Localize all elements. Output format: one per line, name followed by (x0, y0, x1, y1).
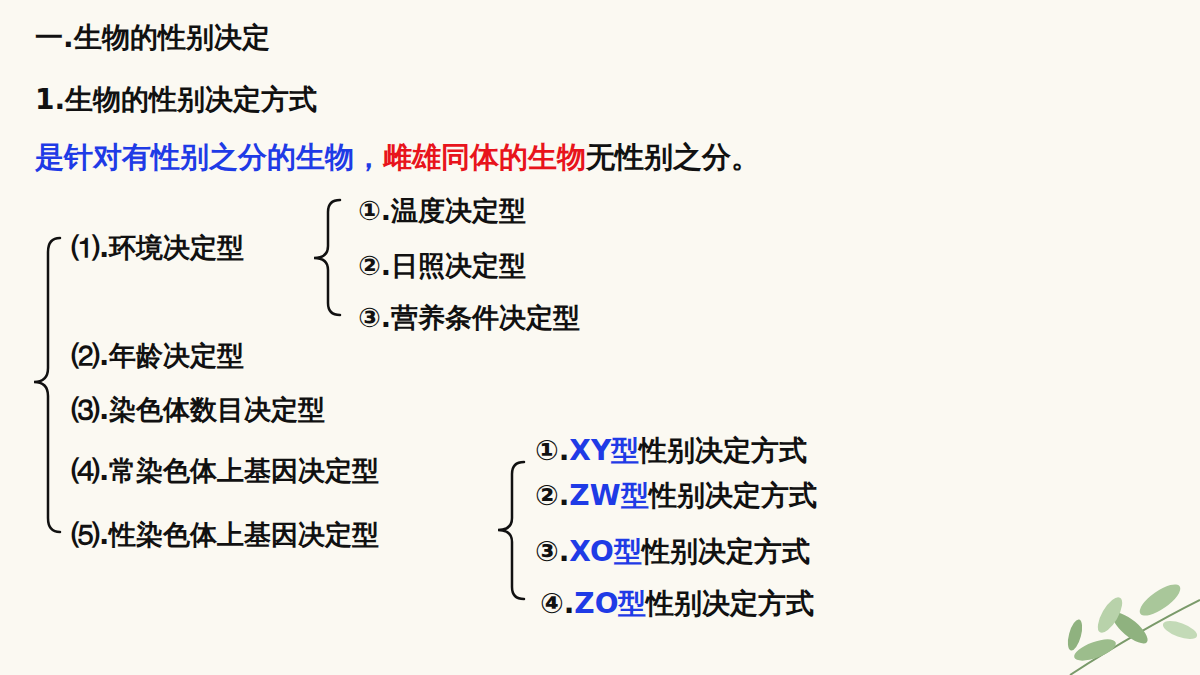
text-line: ⑸.性染色体上基因决定型 (72, 519, 379, 551)
outline-label: ⑴.环境决定型 (72, 232, 244, 263)
outline-label: 无性别之分。 (586, 140, 760, 174)
outline-label: XO型 (569, 535, 641, 568)
text-line: ①.温度决定型 (358, 195, 526, 227)
outline-label: ①. (535, 434, 569, 467)
outline-label: XY型 (569, 434, 639, 467)
outline-label: ⑵.年龄决定型 (72, 340, 244, 371)
outline-label: 性别决定方式 (642, 535, 810, 568)
text-line: ⑵.年龄决定型 (72, 340, 244, 372)
outline-label: ④. (540, 587, 574, 620)
outline-label: ZO型 (574, 587, 646, 620)
text-line: ⑷.常染色体上基因决定型 (72, 455, 379, 487)
outline-label: 雌雄同体的生物 (383, 140, 586, 174)
text-line: ⑶.染色体数目决定型 (72, 394, 325, 426)
text-line: ⑴.环境决定型 (72, 232, 244, 264)
text-line: 一.生物的性别决定 (35, 21, 270, 55)
bracket (314, 200, 340, 315)
text-line: ①.XY型性别决定方式 (535, 434, 807, 468)
text-line: 是针对有性别之分的生物，雌雄同体的生物无性别之分。 (35, 140, 760, 175)
outline-label: 性别决定方式 (646, 587, 814, 620)
outline-label: 性别决定方式 (649, 479, 817, 512)
outline-label: ①.温度决定型 (358, 195, 526, 226)
outline-label: ⑶.染色体数目决定型 (72, 394, 325, 425)
outline-label: 1.生物的性别决定方式 (35, 83, 317, 116)
text-line: ②.日照决定型 (358, 250, 526, 282)
slide-title: 一.生物的性别决定 (35, 21, 270, 54)
outline-label: ③. (535, 535, 569, 568)
outline-label: 性别决定方式 (639, 434, 807, 467)
bracket (34, 238, 60, 532)
outline-label: ⑸.性染色体上基因决定型 (72, 519, 379, 550)
outline-label: ②.日照决定型 (358, 250, 526, 281)
bracket (498, 462, 524, 599)
text-line: ④.ZO型性别决定方式 (540, 587, 814, 621)
outline-label: ③.营养条件决定型 (358, 302, 580, 333)
outline-label: ②. (535, 479, 569, 512)
text-line: ②.ZW型性别决定方式 (535, 479, 817, 513)
text-line: ③.XO型性别决定方式 (535, 535, 810, 569)
leaf-decoration (1065, 579, 1200, 675)
outline-label: 是针对有性别之分的生物， (35, 140, 383, 174)
text-line: 1.生物的性别决定方式 (35, 83, 317, 117)
outline-label: ⑷.常染色体上基因决定型 (72, 455, 379, 486)
text-line: ③.营养条件决定型 (358, 302, 580, 334)
outline-label: ZW型 (569, 479, 648, 512)
